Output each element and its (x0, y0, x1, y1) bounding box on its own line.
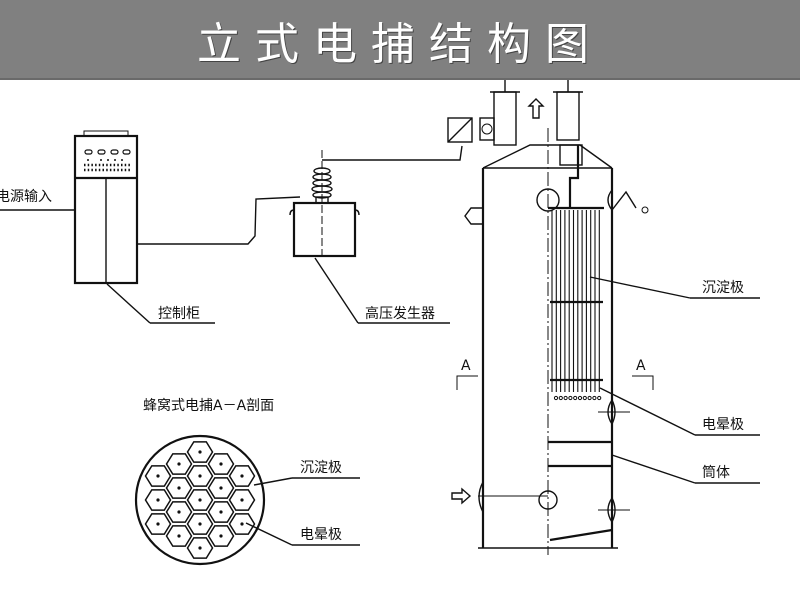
electrode-weight (592, 395, 597, 401)
collecting-cell (207, 501, 235, 523)
electrode-weight (577, 395, 583, 401)
title-bar: 立式电捕结构图 (0, 0, 800, 80)
electrode-weight (587, 395, 592, 401)
electrode-weight (582, 395, 587, 401)
section-corona-label: 电晕极 (300, 527, 342, 543)
collecting-cell (144, 465, 172, 487)
electrode-weight (558, 395, 563, 401)
corona-wire (198, 546, 202, 550)
hv-generator: 高压发生器 (289, 150, 450, 324)
power-input: 电源输入 (0, 189, 75, 211)
collecting-cell (228, 489, 256, 511)
corona-wire (156, 522, 160, 526)
collecting-cell (165, 477, 193, 499)
corona-wire (219, 510, 223, 514)
section-mark-right: A (636, 358, 646, 374)
electrode-weight (553, 395, 559, 401)
corona-wire (198, 450, 202, 454)
collecting-cell (144, 489, 172, 511)
control-cabinet: 控制柜 (73, 130, 215, 324)
collecting-cell (165, 453, 193, 475)
collecting-cell (165, 525, 193, 547)
corona-wire (240, 522, 244, 526)
corona-wire (198, 522, 202, 526)
collecting-cell (228, 465, 256, 487)
corona-wire (240, 474, 244, 478)
corona-wire (219, 462, 223, 466)
section-mark-left: A (461, 358, 471, 374)
collecting-cell (186, 489, 214, 511)
shell-label: 筒体 (702, 464, 730, 481)
corona-wire (156, 498, 160, 502)
corona-wire (177, 534, 181, 538)
inlet-arrow-icon (451, 487, 472, 505)
section-title: 蜂窝式电捕A－A剖面 (143, 397, 274, 414)
electrode-weight (563, 395, 568, 401)
corona-wire (198, 498, 202, 502)
electrode-weight (568, 395, 573, 401)
corona-wire (177, 462, 181, 466)
collecting-cell (186, 513, 214, 535)
outlet-arrow-icon (527, 98, 545, 119)
corona-wire (219, 534, 223, 538)
collecting-cell (186, 465, 214, 487)
collecting-cell (207, 453, 235, 475)
collecting-electrode-label: 沉淀极 (702, 280, 744, 296)
corona-wire (177, 510, 181, 514)
corona-wire (177, 486, 181, 490)
hv-generator-label: 高压发生器 (365, 305, 435, 322)
corona-wire (198, 474, 202, 478)
collecting-cell (186, 537, 214, 559)
collecting-cell (207, 477, 235, 499)
page-title: 立式电捕结构图 (197, 19, 603, 70)
electrostatic-precipitator-tower: A A (447, 80, 654, 555)
section-collecting-label: 沉淀极 (300, 460, 342, 476)
section-shell (134, 434, 266, 566)
corona-wire (219, 486, 223, 490)
corona-wire (240, 498, 244, 502)
control-cabinet-label: 控制柜 (158, 306, 200, 322)
collecting-cell (144, 513, 172, 535)
electrode-weight (573, 395, 578, 401)
corona-wire (156, 474, 160, 478)
collecting-cell (228, 513, 256, 535)
power-input-label: 电源输入 (0, 189, 52, 205)
collecting-cell (186, 441, 214, 463)
collecting-cell (207, 525, 235, 547)
corona-electrode-label: 电晕极 (702, 417, 744, 433)
electrode-weight (597, 395, 602, 401)
collecting-cell (165, 501, 193, 523)
honeycomb-section: 蜂窝式电捕A－A剖面 沉淀极 电晕极 (134, 397, 360, 566)
